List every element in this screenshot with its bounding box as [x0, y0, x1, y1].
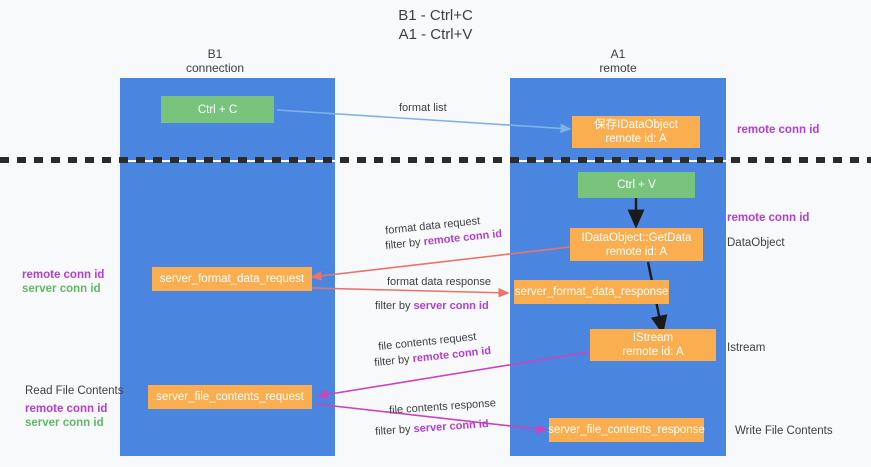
annotation-remote-conn-id-top: remote conn id [737, 124, 820, 136]
edge-label-format-list: format list [399, 102, 447, 114]
node-ctrl-c[interactable]: Ctrl + C [161, 96, 274, 123]
node-save-idataobject[interactable]: 保存IDataObject remote id: A [572, 116, 700, 148]
boundary-divider [0, 157, 871, 163]
page-title: B1 - Ctrl+C A1 - Ctrl+V [0, 6, 871, 44]
node-istream[interactable]: IStream remote id: A [590, 329, 716, 361]
annotation-read-file-contents: Read File Contents [25, 385, 124, 397]
column-a1-sub: remote [599, 61, 637, 75]
node-server-format-data-request[interactable]: server_format_data_request [152, 267, 312, 291]
filter-prefix-3: filter by [373, 353, 414, 370]
node-istream-sub: remote id: A [622, 346, 684, 358]
annotation-left-remote-conn-id: remote conn id [22, 269, 105, 281]
node-ctrl-v[interactable]: Ctrl + V [578, 172, 695, 198]
node-server-format-data-response-label: server_format_data_response [514, 286, 669, 298]
node-server-file-contents-request-label: server_file_contents_request [156, 391, 304, 403]
swimlane-a1-bottom [510, 162, 726, 456]
node-save-idataobject-sub: remote id: A [605, 133, 667, 145]
edge-label-format-data-response: format data response [387, 276, 491, 288]
annotation-left-server-conn-id-2: server conn id [25, 417, 104, 429]
node-idataobject-getdata[interactable]: IDataObject::GetData remote id: A [570, 228, 703, 261]
annotation-istream: Istream [727, 342, 766, 354]
node-save-idataobject-label: 保存IDataObject [594, 119, 678, 131]
annotation-dataobject: DataObject [727, 237, 785, 249]
filter-prefix-1: filter by [384, 236, 425, 253]
node-ctrl-c-label: Ctrl + C [197, 103, 238, 116]
column-b1-name: B1 [207, 47, 223, 61]
column-b1-sub: connection [185, 61, 245, 75]
column-header-b1: B1 connection [155, 47, 275, 75]
node-ctrl-v-label: Ctrl + V [617, 179, 656, 191]
annotation-left-server-conn-id: server conn id [22, 283, 101, 295]
swimlane-b1-bottom [120, 162, 335, 456]
column-header-a1: A1 remote [558, 47, 678, 75]
node-idataobject-getdata-sub: remote id: A [605, 245, 668, 258]
node-server-file-contents-response-label: server_file_contents_response [548, 424, 705, 436]
edge-label-format-data-response-filter: filter by server conn id [375, 299, 489, 313]
annotation-write-file-contents: Write File Contents [735, 425, 833, 437]
title-line-1: B1 - Ctrl+C [398, 7, 473, 24]
annotation-remote-conn-id-mid: remote conn id [727, 212, 810, 224]
edge-label-file-contents-response-filter: filter by server conn id [375, 417, 489, 439]
node-server-file-contents-response[interactable]: server_file_contents_response [548, 418, 705, 442]
node-server-format-data-response[interactable]: server_format_data_response [514, 280, 669, 304]
filter-key-2: server conn id [413, 300, 489, 312]
node-server-file-contents-request[interactable]: server_file_contents_request [148, 385, 312, 409]
title-line-2: A1 - Ctrl+V [398, 26, 473, 43]
node-idataobject-getdata-label: IDataObject::GetData [581, 231, 692, 244]
edge-label-file-contents-response: file contents response [388, 397, 497, 417]
filter-prefix-2: filter by [375, 300, 414, 312]
annotation-left-remote-conn-id-2: remote conn id [25, 403, 108, 415]
node-istream-label: IStream [632, 332, 674, 344]
column-a1-name: A1 [610, 47, 626, 61]
filter-key-4: server conn id [413, 418, 489, 436]
filter-prefix-4: filter by [374, 423, 414, 438]
node-server-format-data-request-label: server_format_data_request [159, 273, 305, 285]
